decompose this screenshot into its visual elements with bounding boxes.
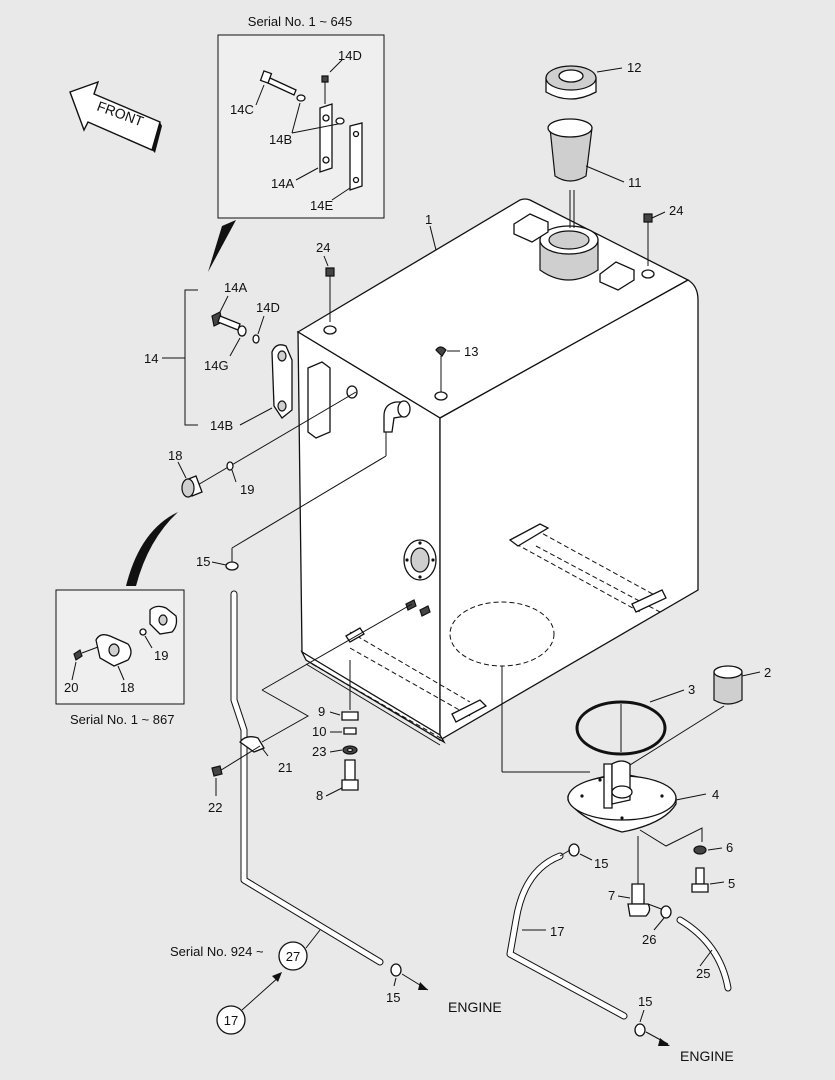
label-21: 21 (278, 760, 292, 775)
label-22: 22 (208, 800, 222, 815)
label-14a-inset: 14A (271, 176, 294, 191)
label-14: 14 (144, 351, 158, 366)
washer-14b-a (296, 94, 306, 102)
mount-hardware: 9 10 23 8 (312, 660, 359, 803)
circle-17 (216, 1005, 246, 1035)
label-20: 20 (64, 680, 78, 695)
circle-27 (278, 941, 308, 971)
serial-top-caption: Serial No. 1 ~ 645 (248, 14, 352, 29)
cover-plate-4: 4 (567, 760, 719, 833)
label-14b: 14B (210, 418, 233, 433)
breather-13: 13 (434, 344, 478, 401)
label-18-inset: 18 (120, 680, 134, 695)
label-1: 1 (425, 212, 432, 227)
label-5: 5 (728, 876, 735, 891)
label-11: 11 (628, 175, 642, 190)
label-7: 7 (608, 888, 615, 903)
fitting-7: 7 (608, 883, 651, 917)
label-6: 6 (726, 840, 733, 855)
label-14a: 14A (224, 280, 247, 295)
clamp-26 (660, 905, 672, 919)
label-15-right-top: 15 (594, 856, 608, 871)
bolt-24-left: 24 (316, 240, 335, 322)
label-15-top: 15 (196, 554, 210, 569)
bolt-24-right: 24 (643, 203, 683, 266)
label-14g: 14G (204, 358, 229, 373)
label-9: 9 (318, 704, 325, 719)
plate-14e (349, 122, 363, 191)
o-ring-3: 3 (575, 682, 695, 756)
inset-top-pointer (208, 220, 236, 272)
top-block-right (599, 261, 635, 291)
label-14c: 14C (230, 102, 254, 117)
label-19: 19 (240, 482, 254, 497)
label-25: 25 (696, 966, 710, 981)
filter-element-2: 2 (621, 665, 771, 771)
bolt-14d (321, 75, 329, 83)
inset-serial-867: 20 18 19 Serial No. 1 ~ 867 (55, 589, 185, 727)
washer-6: 6 (693, 840, 733, 855)
serial-bottom-caption: Serial No. 924 ~ (170, 944, 264, 959)
label-27: 27 (286, 949, 300, 964)
hydraulic-tank (296, 198, 699, 773)
label-10: 10 (312, 724, 326, 739)
clamp-15-right-bottom (634, 1023, 646, 1037)
clamp-15-left-bottom (390, 963, 402, 977)
label-19-inset: 19 (154, 648, 168, 663)
inset-serial-645: Serial No. 1 ~ 645 14C 14D 14B 14A 14E (217, 14, 385, 219)
label-15-right-bottom: 15 (638, 994, 652, 1009)
label-14d: 14D (256, 300, 280, 315)
label-26: 26 (642, 932, 656, 947)
label-4: 4 (712, 787, 719, 802)
engine-label-right: ENGINE (680, 1048, 734, 1064)
label-12: 12 (627, 60, 641, 75)
hose-left (230, 590, 384, 966)
label-15-left-bottom: 15 (386, 990, 400, 1005)
front-arrow: FRONT (69, 80, 162, 153)
label-24-right: 24 (669, 203, 683, 218)
label-3: 3 (688, 682, 695, 697)
label-14d-inset: 14D (338, 48, 362, 63)
label-17-line: 17 (550, 924, 564, 939)
filler-cap-12: 12 (545, 60, 641, 100)
top-block-left (513, 213, 549, 243)
label-17-circle: 17 (224, 1013, 238, 1028)
strainer-11: 11 (547, 118, 642, 190)
label-8: 8 (316, 788, 323, 803)
plug-18: 18 19 (168, 391, 357, 498)
bolt-5: 5 (691, 867, 735, 893)
engine-label-left: ENGINE (448, 999, 502, 1015)
inset-left-pointer (126, 512, 178, 586)
clamp-21: 21 22 (208, 736, 292, 815)
group-14-bracket: 14 14A 14G 14D 14B (144, 280, 293, 433)
label-14e: 14E (310, 198, 333, 213)
label-14b-inset: 14B (269, 132, 292, 147)
label-24-left: 24 (316, 240, 330, 255)
label-13: 13 (464, 344, 478, 359)
serial-left-caption: Serial No. 1 ~ 867 (70, 712, 174, 727)
level-gauge (307, 361, 331, 439)
bolt-14c (259, 70, 297, 96)
clamp-15-right-top (568, 843, 580, 857)
label-18: 18 (168, 448, 182, 463)
label-23: 23 (312, 744, 326, 759)
filler-neck (539, 225, 599, 281)
bracket-14a (319, 103, 333, 173)
tank-right-face (439, 279, 699, 742)
hose-25: 25 (676, 916, 732, 992)
washer-14b-b (335, 117, 345, 125)
clamp-15-top (225, 561, 239, 571)
hose-17: 17 (506, 852, 628, 1020)
side-flange (403, 539, 437, 581)
label-2: 2 (764, 665, 771, 680)
